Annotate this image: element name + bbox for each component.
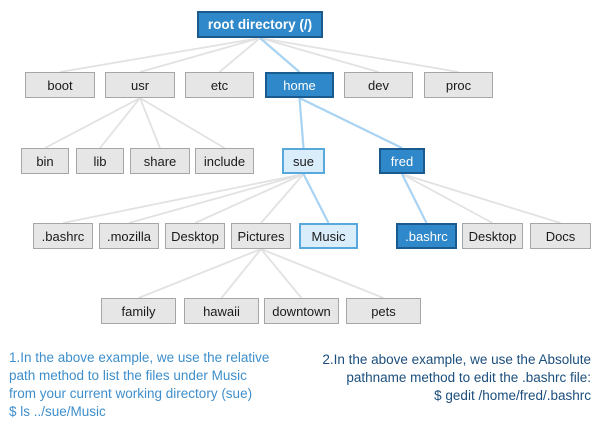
edge-fred-bashrc-fred — [401, 173, 428, 224]
edge-sue-mozilla — [128, 173, 304, 224]
edge-usr-bin — [44, 97, 141, 149]
edge-root-usr — [139, 37, 261, 73]
tree-node-usr: usr — [105, 72, 175, 98]
edge-pictures-downtown — [260, 248, 303, 299]
tree-node-bin: bin — [21, 148, 69, 174]
tree-node-desktop-sue: Desktop — [165, 223, 225, 249]
tree-node-proc: proc — [424, 72, 493, 98]
tree-node-fred: fred — [379, 148, 425, 174]
edge-root-dev — [259, 37, 379, 73]
edge-home-fred — [299, 97, 403, 149]
edge-root-proc — [259, 37, 459, 73]
tree-node-root: root directory (/) — [197, 11, 323, 38]
edge-sue-desktop-sue — [194, 173, 304, 224]
tree-node-docs: Docs — [530, 223, 591, 249]
note-absolute-path: 2.In the above example, we use the Absol… — [322, 352, 591, 403]
edge-pictures-hawaii — [220, 248, 262, 299]
tree-node-include: include — [195, 148, 254, 174]
tree-node-downtown: downtown — [264, 298, 339, 324]
tree-node-hawaii: hawaii — [184, 298, 259, 324]
edge-sue-bashrc-sue — [62, 173, 304, 224]
edge-fred-desktop-fred — [401, 173, 493, 224]
edge-usr-lib — [99, 97, 141, 149]
tree-node-bashrc-sue: .bashrc — [33, 223, 93, 249]
edge-root-home — [259, 37, 301, 73]
tree-node-share: share — [130, 148, 190, 174]
edge-root-boot — [59, 37, 261, 73]
edge-home-sue — [298, 97, 305, 149]
tree-node-home: home — [265, 72, 334, 98]
edge-pictures-pets — [260, 248, 384, 299]
tree-node-bashrc-fred: .bashrc — [396, 223, 457, 249]
note-relative-path: 1.In the above example, we use the relat… — [9, 350, 270, 419]
edge-pictures-family — [138, 248, 262, 299]
edge-usr-share — [139, 97, 161, 149]
tree-node-family: family — [101, 298, 176, 324]
tree-node-lib: lib — [76, 148, 124, 174]
edge-root-etc — [218, 37, 261, 73]
tree-node-dev: dev — [344, 72, 413, 98]
tree-node-music: Music — [299, 223, 358, 249]
tree-node-desktop-fred: Desktop — [462, 223, 523, 249]
tree-node-etc: etc — [185, 72, 254, 98]
edge-sue-pictures — [260, 173, 305, 224]
edge-usr-include — [139, 97, 225, 149]
tree-node-boot: boot — [25, 72, 95, 98]
tree-node-pets: pets — [346, 298, 421, 324]
tree-node-sue: sue — [282, 148, 325, 174]
edge-sue-music — [302, 173, 330, 224]
edge-fred-docs — [401, 173, 561, 224]
tree-node-pictures: Pictures — [231, 223, 291, 249]
tree-node-mozilla: .mozilla — [99, 223, 159, 249]
